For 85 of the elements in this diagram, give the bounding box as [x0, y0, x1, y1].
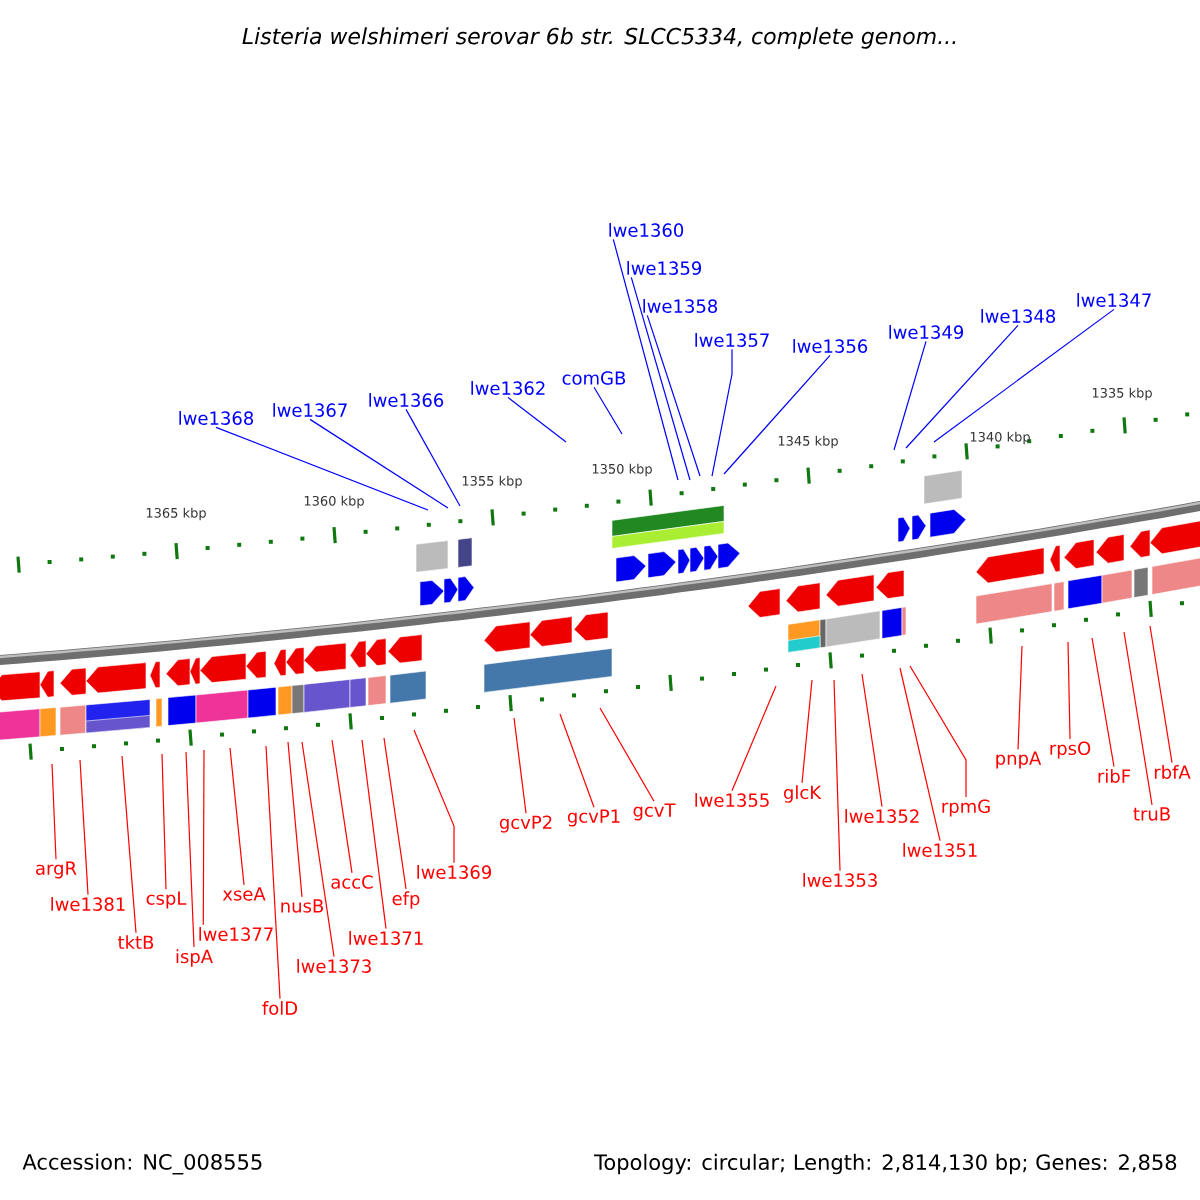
- gene-label: rbfA: [1154, 765, 1191, 779]
- leader-line: [79, 759, 89, 896]
- leader-line: [905, 324, 1019, 449]
- gene-label: lwe1357: [695, 333, 769, 347]
- gene-label: lwe1355: [695, 793, 769, 807]
- leader-line: [630, 276, 691, 481]
- leader-line: [383, 737, 407, 890]
- gene-label: folD: [262, 1001, 298, 1015]
- leader-line: [731, 685, 777, 792]
- gene-label: gcvP2: [499, 815, 552, 833]
- gene-label: truB: [1133, 807, 1170, 821]
- gene-label: lwe1373: [297, 959, 371, 973]
- gene-label: argR: [36, 861, 77, 879]
- leader-line: [909, 665, 967, 798]
- leader-line: [413, 729, 455, 864]
- leader-line: [1017, 645, 1023, 750]
- gene-label: lwe1359: [627, 261, 702, 275]
- gene-label: comGB: [562, 371, 626, 385]
- leader-line: [1091, 637, 1115, 768]
- gene-label: lwe1367: [273, 403, 347, 417]
- gene-label: lwe1369: [417, 865, 492, 879]
- gene-label: lwe1366: [369, 393, 444, 407]
- leader-line: [893, 340, 927, 451]
- gene-label: lwe1348: [981, 309, 1056, 323]
- leader-line: [309, 418, 449, 509]
- leader-line: [711, 348, 733, 477]
- leader-line: [612, 238, 679, 481]
- leader-line: [801, 679, 813, 784]
- footer-text: Topology: circular; Length: 2,814,130 bp; Genes: 2,858: [594, 1153, 1177, 1175]
- leader-line: [723, 354, 831, 475]
- title: Listeria welshimeri serovar 6b str. SLCC5334, complete genom...: [242, 27, 956, 49]
- gene-label: lwe1362: [471, 381, 545, 395]
- leader-line: [1067, 641, 1071, 740]
- gene-label: xseA: [222, 887, 266, 901]
- gene-label: lwe1381: [51, 897, 125, 911]
- leader-line: [265, 745, 281, 1000]
- footer-text: Accession: NC_008555: [22, 1153, 262, 1175]
- leader-line: [405, 408, 461, 507]
- leader-line: [507, 396, 567, 443]
- leader-line: [202, 749, 205, 926]
- gene-label: gcvP1: [567, 809, 620, 827]
- leader-line: [215, 426, 429, 511]
- leader-line: [51, 763, 57, 860]
- gene-label: pnpA: [996, 751, 1042, 769]
- gene-label: lwe1377: [199, 927, 273, 941]
- gene-label: lwe1349: [889, 325, 964, 339]
- gene-label: rpsO: [1050, 741, 1091, 759]
- gene-label: ribF: [1098, 769, 1131, 783]
- leader-line: [599, 707, 655, 802]
- gene-label: lwe1368: [179, 411, 254, 425]
- gene-label: tktB: [118, 935, 154, 949]
- gene-label: cspL: [146, 891, 187, 909]
- gene-label: lwe1371: [349, 931, 423, 945]
- leader-line: [331, 739, 353, 874]
- gene-label: lwe1347: [1077, 293, 1151, 307]
- leader-line: [229, 747, 245, 886]
- leader-line: [899, 667, 941, 842]
- leader-line: [161, 753, 167, 890]
- gene-label: ispA: [176, 949, 213, 967]
- leader-line: [1149, 625, 1173, 764]
- leader-line: [933, 308, 1115, 443]
- gene-label: lwe1360: [609, 223, 684, 237]
- gene-label: glcK: [783, 785, 822, 803]
- gene-label: nusB: [281, 899, 323, 913]
- leader-line: [121, 755, 137, 934]
- gene-label: lwe1356: [793, 339, 868, 353]
- leader-line: [185, 751, 195, 948]
- leader-line: [861, 673, 883, 808]
- leader-line: [361, 739, 387, 930]
- leader-line: [1123, 631, 1153, 806]
- leader-line: [833, 679, 841, 872]
- leader-line: [513, 717, 527, 814]
- gene-label: lwe1358: [643, 299, 718, 313]
- leader-line: [301, 741, 335, 958]
- leader-line: [559, 713, 595, 808]
- leader-line: [593, 386, 623, 435]
- gene-label: rpmG: [942, 799, 990, 817]
- leader-line: [287, 741, 303, 898]
- gene-label: lwe1353: [803, 873, 877, 887]
- gene-label: efp: [392, 891, 420, 909]
- leader-line: [646, 314, 701, 477]
- gene-label: gcvT: [633, 803, 676, 821]
- gene-label: lwe1351: [903, 843, 977, 857]
- gene-label: lwe1352: [845, 809, 919, 823]
- gene-label: accC: [331, 875, 373, 889]
